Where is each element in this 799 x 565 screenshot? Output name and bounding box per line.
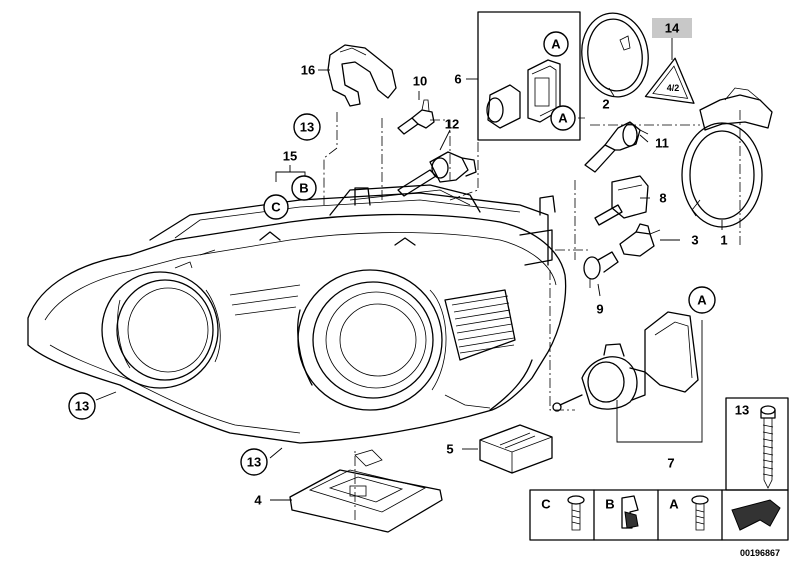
label-part-16: 16 [301,63,315,78]
headlight-housing [27,184,567,444]
warning-symbol-text: 4/2 [667,83,680,93]
label-part-9: 9 [596,302,603,317]
label-part-5: 5 [446,442,453,457]
part-5-ballast [479,424,553,474]
assembly-lines [323,110,741,520]
label-part-15: 15 [283,149,297,164]
label-ref-C-group15: C [263,194,289,220]
label-part-6: 6 [454,72,461,87]
label-part-3: 3 [691,233,698,248]
part-14-warning-label [644,57,695,104]
label-ref-B-group15: B [291,175,317,201]
label-ref-A-box-bottom: A [550,105,576,131]
label-part-2: 2 [602,97,609,112]
svg-text:13: 13 [75,399,89,414]
label-part-1: 1 [720,233,727,248]
part-16-bracket [327,44,397,107]
svg-text:B: B [299,181,308,196]
label-part-13-left: 13 [68,392,96,420]
part-11-bulb [584,121,649,173]
label-panel-C: C [541,497,551,512]
label-part-7: 7 [667,456,674,471]
part-8-bulb [594,175,649,226]
arrow-icon [731,499,781,531]
part-12-bulb [397,151,477,197]
svg-text:13: 13 [247,455,261,470]
part-7-leveling-motor [552,343,646,412]
svg-text:C: C [271,200,281,215]
part-1-shroud [681,87,773,228]
part-10-bulb [397,99,435,135]
cooling-fins [444,289,516,361]
svg-text:14: 14 [665,21,680,36]
part-7-bracket-lines [616,320,703,443]
label-part-13-top: 13 [293,113,321,141]
svg-text:A: A [551,37,561,52]
svg-text:A: A [558,111,568,126]
svg-text:13: 13 [300,120,314,135]
label-part-13-bottom: 13 [240,448,268,476]
label-part-11: 11 [655,136,669,151]
label-panel-13: 13 [735,403,749,418]
part-7-bracket [644,311,699,393]
document-id: 00196867 [740,548,780,558]
label-part-8: 8 [659,191,666,206]
part-9-bulb [583,251,619,288]
label-part-14: 14 [652,18,692,38]
label-panel-B: B [605,497,614,512]
label-ref-A-part7: A [688,286,716,314]
panel-fastener-refs [529,489,789,541]
part-4-control-unit [289,449,443,533]
part-2-ring [581,12,649,98]
svg-text:A: A [697,293,707,308]
label-panel-A: A [669,497,679,512]
part-3-socket [619,223,661,257]
label-ref-A-box-top: A [543,31,569,57]
leader-lines [95,69,723,501]
label-part-12: 12 [445,117,459,132]
label-part-4: 4 [254,493,262,508]
label-part-10: 10 [413,74,427,89]
